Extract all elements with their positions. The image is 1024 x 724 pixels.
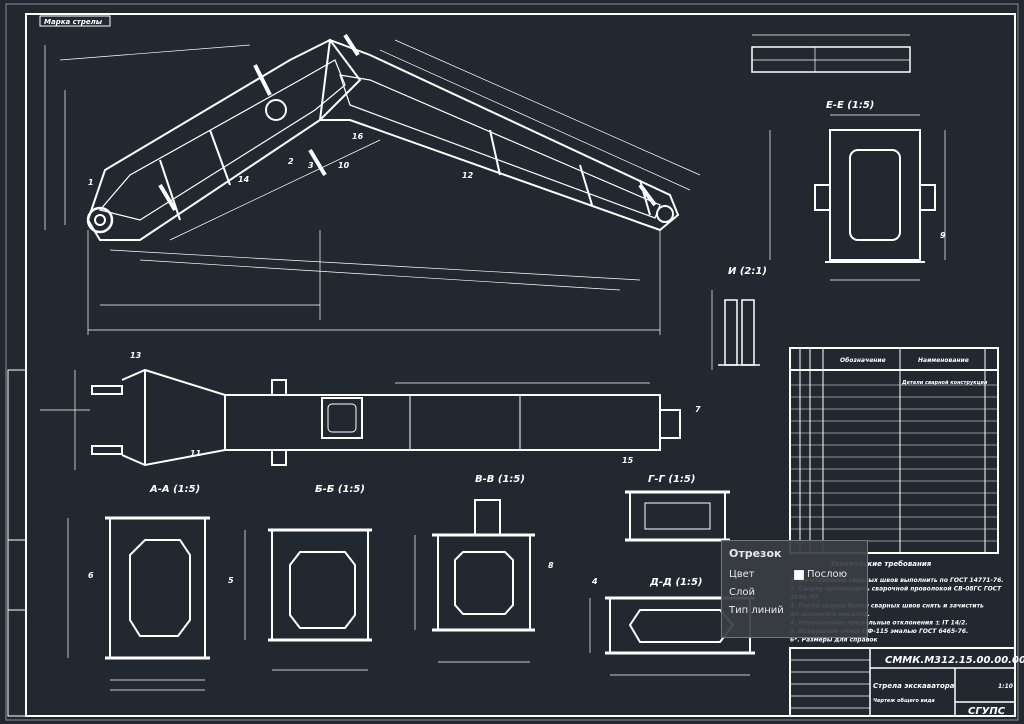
part-balloon: 1 xyxy=(88,178,94,187)
university-name: СГУПС xyxy=(968,706,1006,717)
drawing-scale: 1:10 xyxy=(998,683,1013,690)
spec-section-label: Детали сварной конструкции xyxy=(901,380,988,386)
part-balloon: 9 xyxy=(940,231,946,240)
tech-req-line: 2. Сварку производить сварочной проволок… xyxy=(790,586,1002,593)
part-balloon: 15 xyxy=(622,456,634,465)
detail-i-view xyxy=(711,290,760,370)
part-balloon: 5 xyxy=(228,576,234,585)
section-vv-view xyxy=(432,499,535,632)
tech-req-line: 4. Неуказанные предельные отклонения ± I… xyxy=(790,620,968,627)
section-bb-view xyxy=(268,528,372,642)
part-balloon: 12 xyxy=(462,171,474,180)
part-balloon: 7 xyxy=(695,405,701,414)
tooltip-linetype-label: Тип линий xyxy=(729,605,784,616)
boom-side-view xyxy=(91,368,681,467)
part-balloon: 4 xyxy=(591,577,598,586)
part-balloon: 6 xyxy=(88,571,94,580)
tech-req-line: 3. После сварки балки сварных швов снять… xyxy=(790,603,984,610)
spec-header-name: Обозначение xyxy=(840,357,886,364)
part-balloon: 10 xyxy=(338,161,350,170)
detail-i-title: И (2:1) xyxy=(728,266,767,277)
part-balloon: 8 xyxy=(548,561,554,570)
tooltip-layer-label: Слой xyxy=(729,587,755,598)
section-aa-title: А-А (1:5) xyxy=(149,484,200,495)
strip-detail-view xyxy=(751,34,911,73)
drawing-frame-outer xyxy=(5,3,1019,721)
top-left-stamp-box xyxy=(39,15,111,27)
tech-req-title: Технические требования xyxy=(830,560,932,568)
object-properties-tooltip: Отрезок Цвет Послою Слой Тип линий xyxy=(721,540,868,638)
tooltip-object-type: Отрезок xyxy=(729,547,782,560)
section-gg-view xyxy=(625,490,730,542)
left-binding-strip xyxy=(7,369,27,717)
tech-req-line: 6*. Размеры для справок xyxy=(790,637,879,644)
color-swatch-icon xyxy=(794,569,804,580)
boom-main-dimensions xyxy=(44,39,701,335)
drawing-number: СММК.М312.15.00.00.00 ВО xyxy=(885,655,1024,666)
boom-main-view xyxy=(86,33,680,241)
section-gg-title: Г-Г (1:5) xyxy=(648,474,695,485)
spec-header-title: Наименование xyxy=(918,357,969,364)
tech-req-line: 1. Изготовление сварных швов выполнить п… xyxy=(790,577,1004,584)
part-balloon: 16 xyxy=(352,132,364,141)
section-ee-title: Е-Е (1:5) xyxy=(826,100,874,111)
title-block xyxy=(789,647,1016,717)
top-left-stamp: Марка стрелы xyxy=(44,18,103,26)
drawing-frame xyxy=(25,13,1016,717)
part-balloon: 11 xyxy=(190,449,201,458)
drawing-title: Стрела экскаватора xyxy=(873,682,955,690)
specification-table xyxy=(789,347,999,554)
section-aa-view xyxy=(105,516,210,660)
tooltip-color-value: Послою xyxy=(807,569,848,580)
part-balloon: 14 xyxy=(238,175,250,184)
section-ee-view xyxy=(814,129,936,263)
part-balloon: 13 xyxy=(130,351,142,360)
section-bb-title: Б-Б (1:5) xyxy=(315,484,365,495)
drawing-subtitle: Чертеж общего вида xyxy=(873,697,935,704)
section-dd-title: Д-Д (1:5) xyxy=(649,577,703,588)
section-vv-title: В-В (1:5) xyxy=(475,474,525,485)
part-balloon: 2 xyxy=(288,157,294,166)
tech-req-line: 5. Воздушное смесь ПФ-115 эмалью ГОСТ 64… xyxy=(790,628,968,635)
tooltip-color-label: Цвет xyxy=(729,569,755,580)
part-balloon: 3 xyxy=(308,161,314,170)
